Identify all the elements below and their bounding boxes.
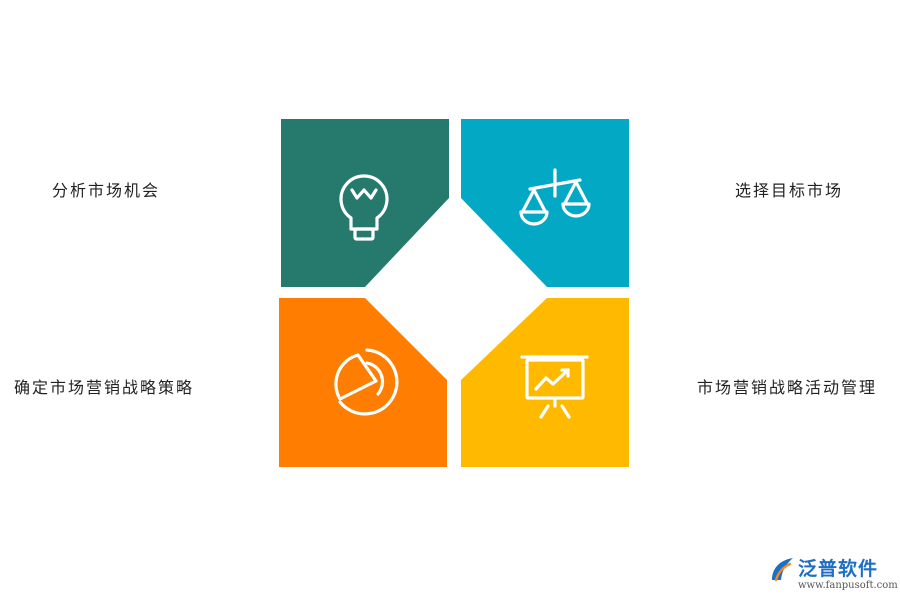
presentation-chart-icon (520, 355, 589, 419)
watermark: 泛普软件 www.fanpusoft.com (768, 552, 898, 596)
tile-top-right (461, 119, 629, 287)
balance-scale-icon (519, 168, 591, 226)
tile-bottom-right (461, 298, 629, 467)
watermark-brand: 泛普软件 (798, 558, 879, 580)
label-top-left: 分析市场机会 (52, 181, 161, 200)
watermark-url: www.fanpusoft.com (798, 580, 898, 591)
label-top-right: 选择目标市场 (735, 181, 844, 200)
fanpu-logo-icon (772, 558, 793, 582)
label-bottom-left: 确定市场营销战略策略 (14, 378, 195, 397)
pie-chart-icon (334, 348, 399, 416)
lightbulb-icon (339, 174, 389, 241)
tile-bottom-left (279, 298, 447, 467)
label-bottom-right: 市场营销战略活动管理 (697, 378, 878, 397)
tile-top-left (281, 119, 449, 287)
